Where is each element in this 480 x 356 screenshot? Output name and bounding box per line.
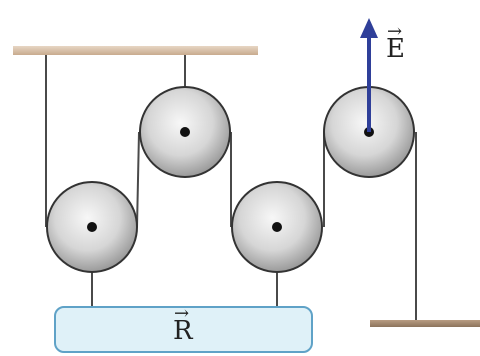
floor bbox=[370, 320, 480, 327]
pulley-bottom-right bbox=[231, 181, 323, 273]
force-symbol: E bbox=[386, 34, 405, 64]
vector-arrow-icon: → bbox=[174, 303, 190, 324]
force-label: → E bbox=[386, 23, 405, 64]
axle-icon bbox=[180, 127, 190, 137]
vector-arrow-icon: → bbox=[387, 21, 403, 42]
axle-icon bbox=[272, 222, 282, 232]
rope-segment-1 bbox=[136, 131, 140, 228]
force-arrow-icon bbox=[360, 18, 378, 132]
pulley-bottom-left bbox=[46, 181, 138, 273]
ceiling bbox=[13, 46, 258, 55]
pulley-top-left bbox=[139, 86, 231, 178]
load-label: → R bbox=[173, 305, 193, 346]
load-block bbox=[54, 306, 313, 353]
load-symbol: R bbox=[173, 316, 193, 346]
axle-icon bbox=[87, 222, 97, 232]
